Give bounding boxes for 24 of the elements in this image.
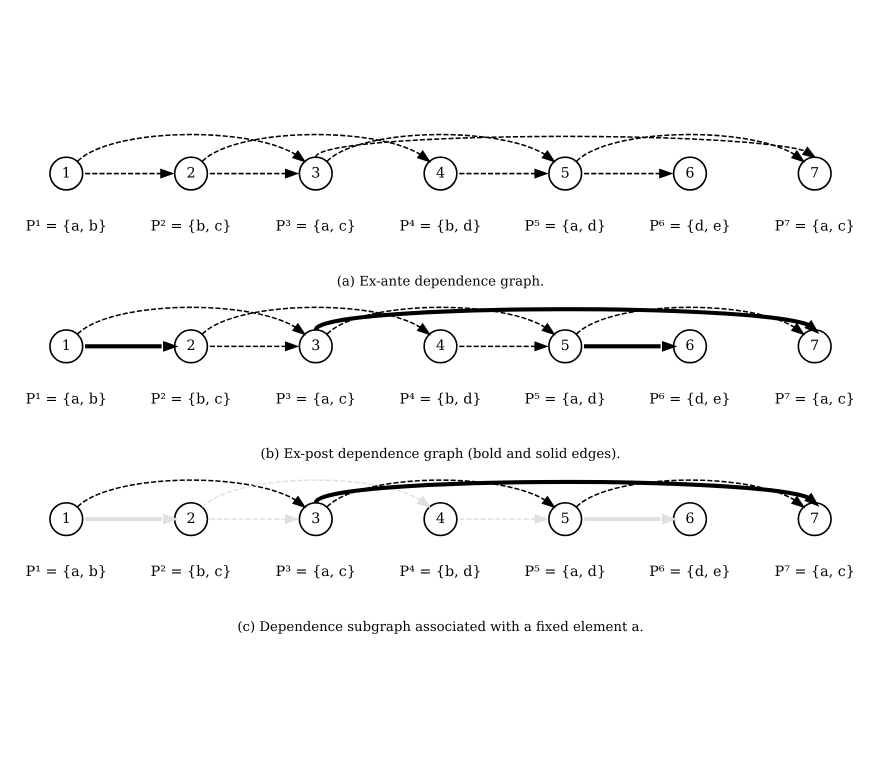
node-label: P² = {b, c} [150, 218, 231, 235]
node-label: P⁴ = {b, d} [398, 218, 482, 235]
node-label: P⁷ = {a, c} [774, 391, 854, 408]
node-label: P⁴ = {b, d} [398, 564, 482, 580]
node-label: P⁵ = {a, d} [524, 564, 606, 580]
node-label: P⁴ = {b, d} [398, 391, 482, 408]
node-label: P¹ = {a, b} [25, 218, 106, 235]
node-label: P³ = {a, c} [275, 391, 356, 408]
label: (c) Dependence subgraph associated with a fixed element a. [236, 620, 644, 635]
node-label: P¹ = {a, b} [25, 391, 106, 408]
node-label: P³ = {a, c} [275, 218, 356, 235]
node-label: P⁶ = {d, e} [648, 218, 730, 235]
node-label: P⁷ = {a, c} [774, 564, 854, 580]
node-label: P² = {b, c} [150, 391, 231, 408]
node-label: P⁵ = {a, d} [524, 391, 606, 408]
label: (b) Ex-post dependence graph (bold and solid edges). [260, 447, 620, 462]
node-label: P⁵ = {a, d} [524, 218, 606, 235]
node-label: P⁶ = {d, e} [648, 564, 730, 580]
label: (a) Ex-ante dependence graph. [336, 274, 544, 290]
node-label: P⁶ = {d, e} [648, 391, 730, 408]
node-label: P³ = {a, c} [275, 564, 356, 580]
node-label: P¹ = {a, b} [25, 564, 106, 580]
node-label: P⁷ = {a, c} [774, 218, 854, 235]
node-label: P² = {b, c} [150, 564, 231, 580]
